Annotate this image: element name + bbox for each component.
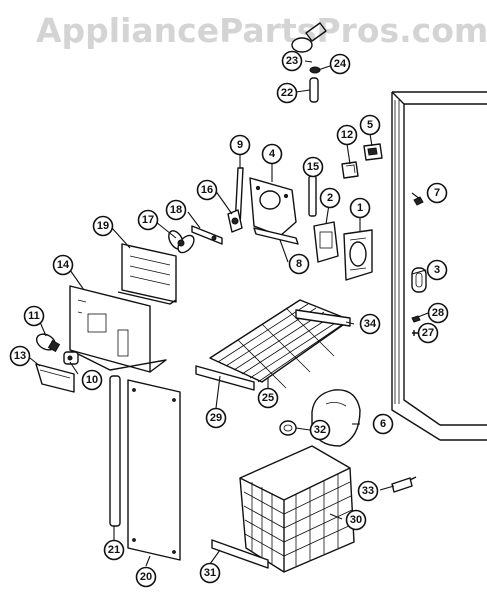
callout-33: 33 — [357, 480, 379, 502]
wire-basket-30 — [239, 445, 355, 573]
callout-25: 25 — [257, 387, 279, 409]
clip-33 — [391, 476, 417, 493]
callout-1-label: 1 — [357, 202, 363, 214]
bracket-4 — [249, 177, 297, 237]
callout-13-label: 13 — [14, 350, 26, 362]
callout-17-label: 17 — [142, 214, 154, 226]
callout-2: 2 — [319, 187, 341, 209]
callout-9: 9 — [229, 134, 251, 156]
callout-15: 15 — [302, 156, 324, 178]
callout-14: 14 — [52, 254, 74, 276]
callout-24-label: 24 — [334, 58, 347, 70]
callout-11-label: 11 — [28, 310, 40, 322]
shelf-rail-34 — [295, 309, 351, 327]
callout-12-label: 12 — [341, 129, 353, 141]
callout-18: 18 — [165, 199, 187, 221]
callout-9-label: 9 — [237, 139, 243, 151]
callout-3: 3 — [426, 259, 448, 281]
evaporator-cover-14 — [69, 285, 167, 373]
callout-10: 10 — [81, 369, 103, 391]
callout-4: 4 — [261, 143, 283, 165]
bracket-18 — [191, 225, 223, 245]
callout-21-label: 21 — [108, 544, 120, 556]
socket-10 — [63, 351, 79, 365]
callout-16-label: 16 — [201, 184, 213, 196]
panel-19 — [117, 243, 177, 305]
strip-21 — [109, 375, 121, 527]
callout-32-label: 32 — [314, 424, 326, 436]
housing-2 — [313, 221, 339, 263]
bar-15 — [308, 175, 317, 217]
callout-11: 11 — [23, 305, 45, 327]
callout-19-label: 19 — [97, 220, 109, 232]
callout-18-label: 18 — [170, 204, 182, 216]
callout-3-label: 3 — [434, 264, 440, 276]
leader-lines — [29, 60, 429, 567]
callout-30: 30 — [345, 509, 367, 531]
callout-8-label: 8 — [296, 258, 302, 270]
knob-32 — [279, 420, 297, 436]
callout-24: 24 — [329, 53, 351, 75]
callout-6: 6 — [372, 413, 394, 435]
door-stop-3 — [411, 267, 427, 293]
callout-8: 8 — [288, 253, 310, 275]
callout-28: 28 — [427, 302, 449, 324]
callout-27-label: 27 — [422, 327, 434, 339]
fan-blade-17 — [168, 230, 195, 254]
callout-23-label: 23 — [286, 55, 298, 67]
callout-4-label: 4 — [269, 148, 276, 160]
callout-30-label: 30 — [350, 514, 362, 526]
callout-16: 16 — [196, 179, 218, 201]
basket-rail-31 — [211, 539, 269, 569]
shelf-rail-29 — [195, 365, 255, 391]
callout-17: 17 — [137, 209, 159, 231]
callout-27: 27 — [417, 322, 439, 344]
callout-13: 13 — [9, 345, 31, 367]
rear-panel-20 — [127, 379, 181, 561]
wire-shelf-25 — [209, 299, 351, 389]
callout-32: 32 — [309, 419, 331, 441]
damper-16 — [227, 209, 243, 233]
screw-28 — [411, 315, 421, 323]
callout-12: 12 — [336, 124, 358, 146]
watermark-text: AppliancePartsPros.com — [36, 11, 487, 50]
callout-22-label: 22 — [281, 87, 293, 99]
callout-29-label: 29 — [210, 412, 222, 424]
callout-5: 5 — [359, 114, 381, 136]
callout-7-label: 7 — [434, 187, 440, 199]
callout-34: 34 — [359, 313, 381, 335]
callout-20: 20 — [135, 566, 157, 588]
callout-6-label: 6 — [380, 418, 386, 430]
callout-22: 22 — [276, 82, 298, 104]
clip-12 — [341, 161, 359, 179]
callout-10-label: 10 — [86, 374, 98, 386]
clip-5 — [363, 143, 383, 161]
callout-31-label: 31 — [204, 567, 216, 579]
callout-14-label: 14 — [57, 259, 70, 271]
callout-19: 19 — [92, 215, 114, 237]
callout-20-label: 20 — [140, 571, 152, 583]
callout-1: 1 — [349, 197, 371, 219]
callout-23: 23 — [281, 50, 303, 72]
cabinet-liner — [391, 91, 487, 441]
callout-29: 29 — [205, 407, 227, 429]
callout-5-label: 5 — [367, 119, 373, 131]
callout-15-label: 15 — [307, 161, 319, 173]
callout-28-label: 28 — [432, 307, 444, 319]
callout-21: 21 — [103, 539, 125, 561]
callout-33-label: 33 — [362, 485, 374, 497]
callout-2-label: 2 — [327, 192, 333, 204]
light-bulb-11 — [35, 333, 61, 353]
lens-cover-13 — [35, 363, 75, 393]
callout-25-label: 25 — [262, 392, 274, 404]
strip-8 — [253, 227, 299, 245]
callout-31: 31 — [199, 562, 221, 584]
cover-1 — [343, 229, 373, 281]
callout-34-label: 34 — [364, 318, 377, 330]
callout-7: 7 — [426, 182, 448, 204]
